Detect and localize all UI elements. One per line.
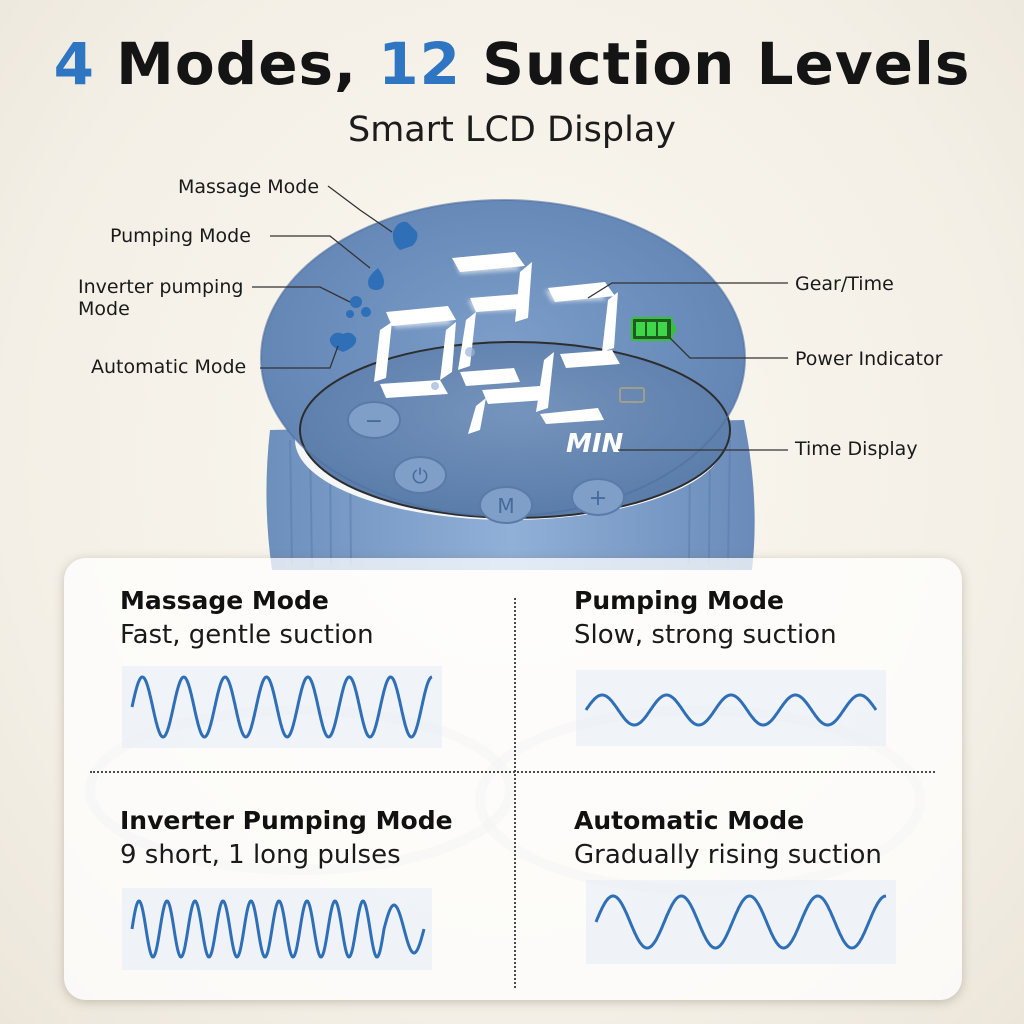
mode-desc-inverter: 9 short, 1 long pulses bbox=[120, 840, 401, 870]
callout-automatic-mode: Automatic Mode bbox=[91, 356, 247, 378]
svg-text:M: M bbox=[497, 494, 514, 518]
mode-desc-massage: Fast, gentle suction bbox=[120, 620, 374, 650]
inverter-drops-icon bbox=[346, 296, 371, 318]
minus-button[interactable]: − bbox=[347, 401, 401, 439]
callout-time-display: Time Display bbox=[795, 438, 918, 460]
svg-text:⏻: ⏻ bbox=[412, 464, 428, 488]
mode-button[interactable]: M bbox=[479, 486, 533, 524]
leader-gear-time bbox=[587, 282, 788, 299]
mode-title-massage: Massage Mode bbox=[120, 586, 329, 615]
mode-desc-automatic: Gradually rising suction bbox=[574, 840, 882, 870]
headline-level-count: 12 bbox=[378, 30, 461, 98]
panel-horizontal-divider bbox=[90, 771, 935, 773]
panel-vertical-divider bbox=[514, 598, 516, 988]
callout-massage-mode: Massage Mode bbox=[178, 176, 320, 198]
mode-title-inverter: Inverter Pumping Mode bbox=[120, 806, 453, 835]
inverter-waveform bbox=[122, 888, 432, 970]
callout-pumping-mode: Pumping Mode bbox=[110, 225, 251, 247]
modes-panel: Massage Mode Fast, gentle suction Pumpin… bbox=[64, 558, 962, 1000]
headline-text-1: Modes, bbox=[94, 30, 379, 98]
mode-desc-pumping: Slow, strong suction bbox=[574, 620, 837, 650]
pumping-drop-icon bbox=[368, 268, 384, 290]
callout-inverter-line2: Mode bbox=[78, 298, 130, 320]
mode-title-pumping: Pumping Mode bbox=[574, 586, 784, 615]
leader-power bbox=[669, 337, 788, 359]
callout-power-indicator: Power Indicator bbox=[795, 348, 943, 370]
headline-text-2: Suction Levels bbox=[461, 30, 971, 98]
massage-waveform bbox=[122, 666, 442, 748]
pumping-waveform bbox=[576, 670, 886, 746]
leader-pumping bbox=[270, 235, 371, 269]
leader-automatic bbox=[260, 345, 339, 369]
lcd-digit-display bbox=[374, 252, 620, 434]
mode-title-automatic: Automatic Mode bbox=[574, 806, 805, 835]
battery-icon bbox=[631, 317, 676, 341]
automatic-heart-icon bbox=[329, 332, 357, 352]
plus-button[interactable]: + bbox=[571, 478, 625, 516]
callout-inverter-line1: Inverter pumping bbox=[78, 276, 244, 298]
leader-massage bbox=[327, 185, 393, 233]
leader-inverter bbox=[252, 286, 351, 303]
headline: 4 Modes, 12 Suction Levels bbox=[0, 30, 1024, 98]
callout-gear-time: Gear/Time bbox=[795, 273, 894, 295]
svg-text:+: + bbox=[589, 486, 607, 511]
lcd-unit-min: MIN bbox=[566, 429, 624, 459]
svg-text:−: − bbox=[365, 409, 383, 434]
massage-hand-icon bbox=[392, 221, 418, 250]
subtitle: Smart LCD Display bbox=[347, 110, 677, 150]
automatic-waveform bbox=[586, 880, 896, 964]
power-button[interactable]: ⏻ bbox=[393, 456, 447, 494]
headline-mode-count: 4 bbox=[53, 30, 95, 98]
